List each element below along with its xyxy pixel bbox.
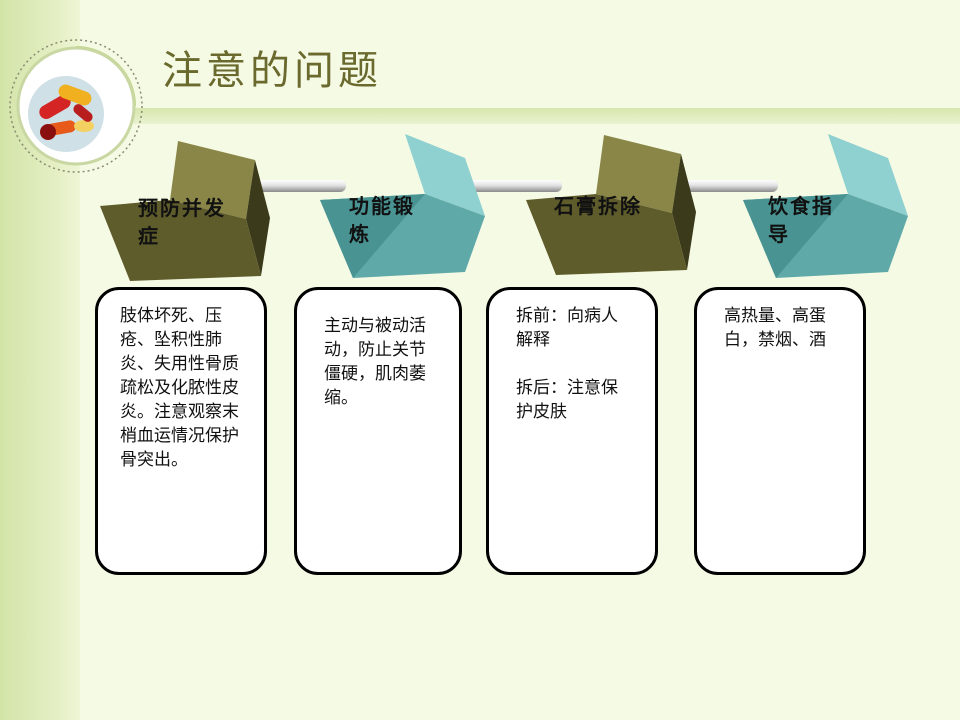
detail-box-2: 主动与被动活动，防止关节僵硬，肌肉萎缩。 — [294, 287, 462, 575]
title-underline — [80, 108, 960, 124]
step-cube-4: 饮食指导 — [738, 132, 913, 287]
pills-logo-icon — [9, 39, 143, 173]
detail-text: 主动与被动活动，防止关节僵硬，肌肉萎缩。 — [324, 316, 426, 408]
page-title: 注意的问题 — [162, 48, 382, 94]
step-label: 预防并发症 — [138, 196, 226, 248]
detail-text: 拆前：向病人解释 拆后：注意保护皮肤 — [516, 306, 618, 422]
step-label: 石膏拆除 — [554, 194, 642, 218]
detail-box-4: 高热量、高蛋白，禁烟、酒 — [694, 287, 866, 575]
step-cube-3: 石膏拆除 — [524, 132, 699, 287]
step-label: 饮食指导 — [768, 194, 834, 246]
step-cube-1: 预防并发症 — [98, 138, 273, 293]
detail-text: 高热量、高蛋白，禁烟、酒 — [724, 306, 826, 350]
step-cube-2: 功能锻炼 — [315, 132, 490, 287]
step-label: 功能锻炼 — [349, 194, 415, 246]
detail-box-3: 拆前：向病人解释 拆后：注意保护皮肤 — [486, 287, 658, 575]
detail-box-1: 肢体坏死、压疮、坠积性肺炎、失用性骨质疏松及化脓性皮炎。注意观察末梢血运情况保护… — [95, 287, 267, 575]
detail-text: 肢体坏死、压疮、坠积性肺炎、失用性骨质疏松及化脓性皮炎。注意观察末梢血运情况保护… — [120, 306, 239, 470]
